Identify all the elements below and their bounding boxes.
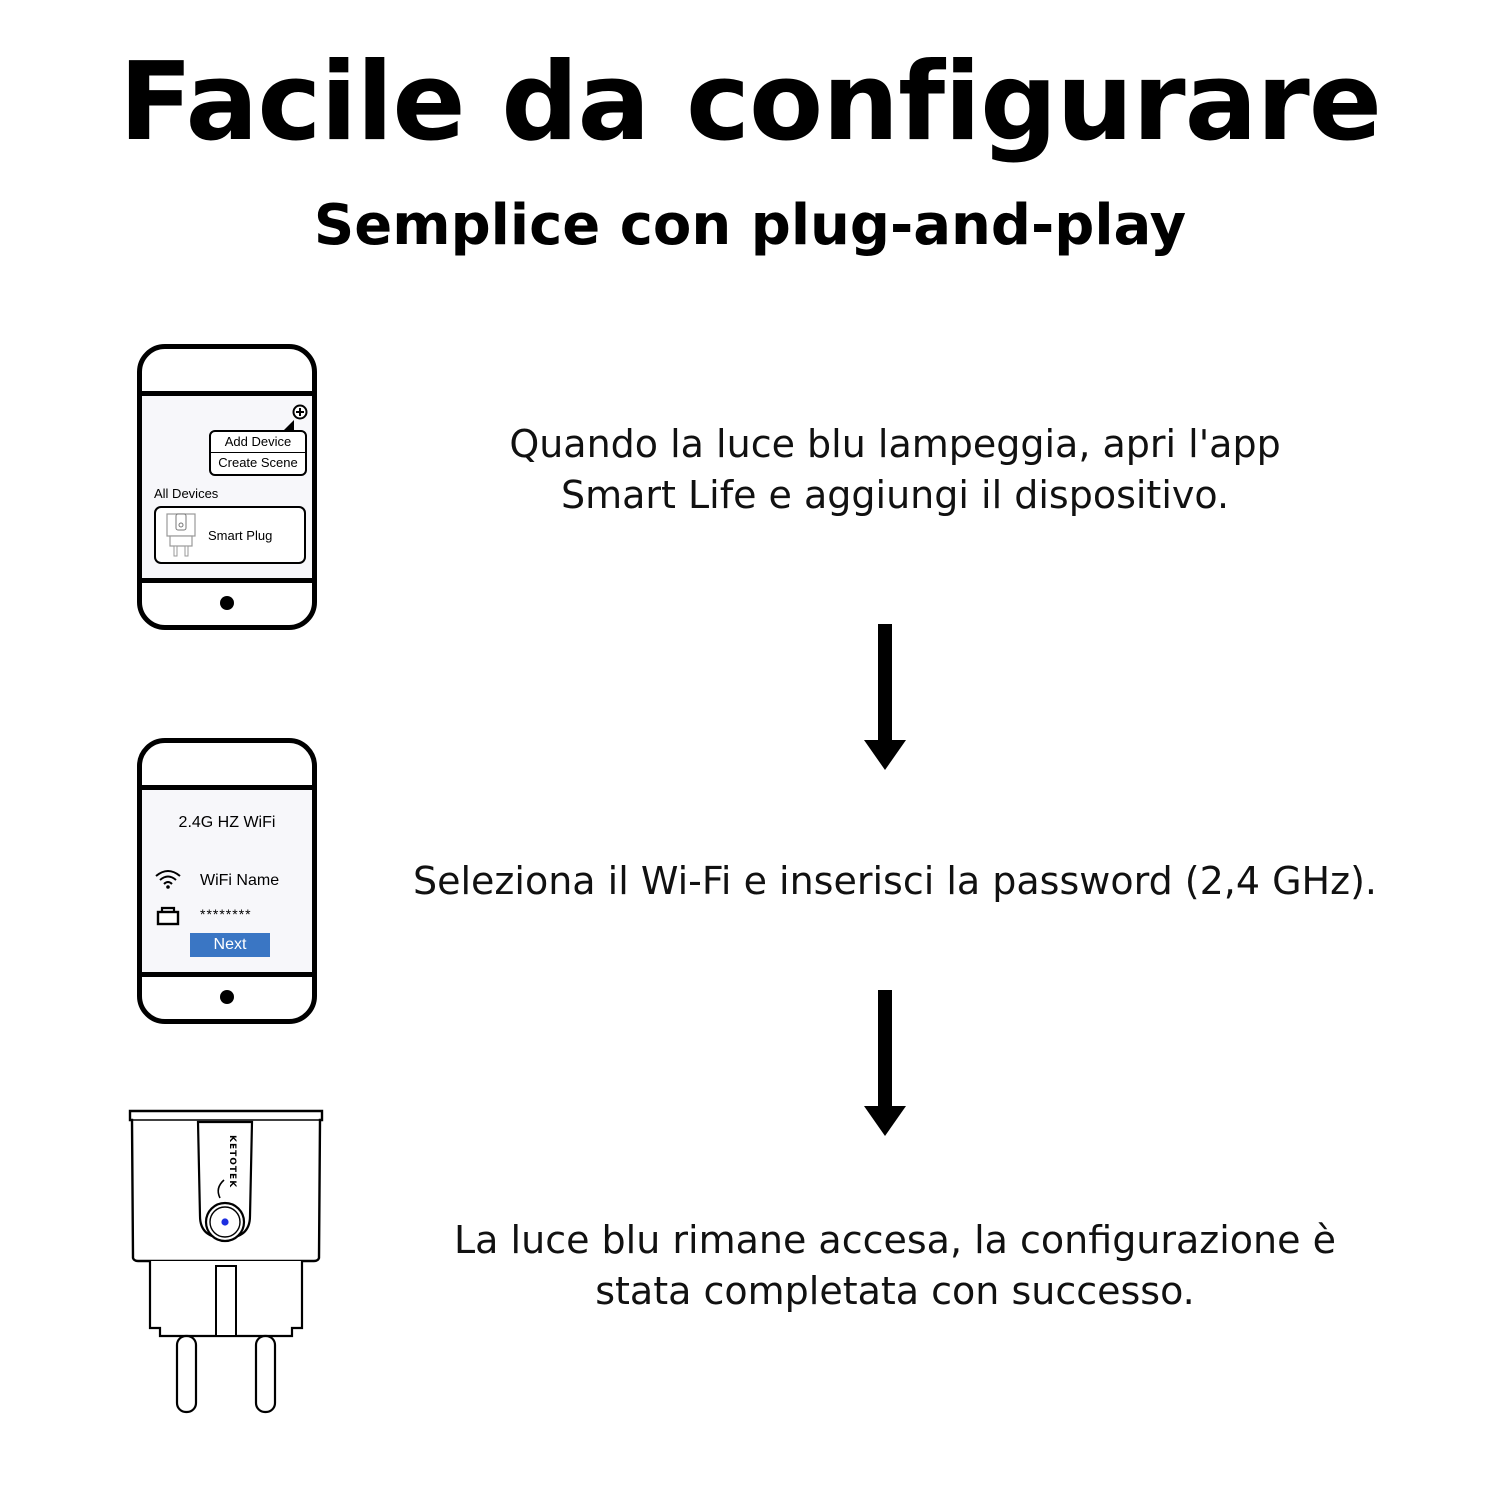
wifi-screen-title: 2.4G HZ WiFi <box>178 814 276 831</box>
device-name: Smart Plug <box>208 528 273 543</box>
password-field[interactable]: ******** <box>200 906 252 922</box>
menu-pointer-icon <box>284 420 294 430</box>
phone-screen: Add Device Create Scene All Devices Smar… <box>142 391 312 583</box>
page-subtitle: Semplice con plug-and-play <box>313 193 1187 258</box>
step-3-line-1: La luce blu rimane accesa, la configuraz… <box>454 1218 1336 1262</box>
step-3-line-2: stata completata con successo. <box>595 1269 1195 1313</box>
add-menu-popup: Add Device Create Scene <box>209 430 307 476</box>
all-devices-label: All Devices <box>154 486 219 501</box>
menu-item-add-device[interactable]: Add Device <box>211 432 305 453</box>
step-1-line-2: Smart Life e aggiungi il dispositivo. <box>560 473 1230 517</box>
smart-plug-illustration: KETOTEK <box>128 1109 324 1414</box>
down-arrow-icon <box>864 624 906 770</box>
step-2-line-1: Seleziona il Wi-Fi e inserisci la passwo… <box>413 859 1377 903</box>
lock-icon <box>156 906 180 926</box>
phone-add-device-illustration: Add Device Create Scene All Devices Smar… <box>137 344 317 630</box>
next-button[interactable]: Next <box>190 933 270 957</box>
step-3-text: La luce blu rimane accesa, la configuraz… <box>440 1215 1350 1317</box>
smart-plug-icon <box>166 513 196 557</box>
plug-brand-label: KETOTEK <box>227 1135 237 1188</box>
phone-wifi-illustration: 2.4G HZ WiFi WiFi Name ******** Next <box>137 738 317 1024</box>
device-card-smart-plug[interactable]: Smart Plug <box>154 506 306 564</box>
page-title: Facile da configurare <box>119 40 1382 165</box>
phone-screen: 2.4G HZ WiFi WiFi Name ******** Next <box>142 785 312 977</box>
down-arrow-icon <box>864 990 906 1136</box>
step-1-text: Quando la luce blu lampeggia, apri l'app… <box>440 419 1350 521</box>
plus-circle-icon <box>292 404 308 420</box>
home-button <box>220 990 234 1004</box>
step-1-line-1: Quando la luce blu lampeggia, apri l'app <box>509 422 1281 466</box>
menu-item-create-scene[interactable]: Create Scene <box>218 455 298 470</box>
step-2-text: Seleziona il Wi-Fi e inserisci la passwo… <box>380 856 1410 907</box>
wifi-name-field[interactable]: WiFi Name <box>200 872 280 889</box>
home-button <box>220 596 234 610</box>
wifi-icon <box>155 870 181 889</box>
